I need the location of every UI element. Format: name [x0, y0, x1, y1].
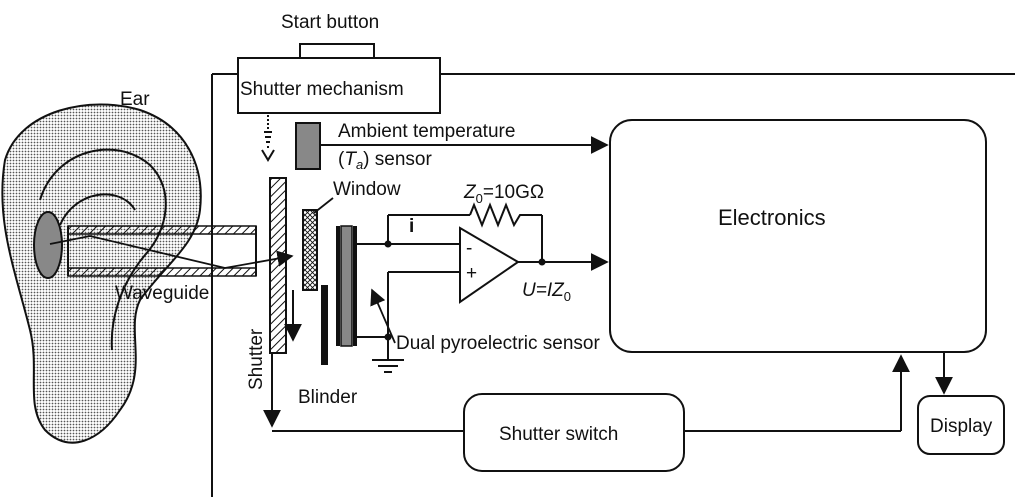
blinder	[321, 285, 328, 365]
shutter-label: Shutter	[246, 328, 267, 390]
junction-dot	[384, 240, 392, 248]
ear-label: Ear	[120, 89, 150, 110]
window	[302, 209, 318, 291]
window-pointer	[313, 197, 334, 214]
resistor	[469, 202, 527, 228]
waveguide	[67, 225, 257, 277]
mechanism-linkage	[261, 115, 275, 162]
display-box	[917, 395, 1005, 455]
shutter-switch-label: Shutter switch	[499, 424, 618, 445]
op-amp	[459, 226, 520, 304]
current-label: i	[409, 216, 414, 237]
opamp-minus: -	[466, 238, 472, 259]
ir-ray	[49, 235, 294, 269]
ambient-temperature-sensor	[295, 122, 321, 170]
ambient-temperature-label: Ambient temperature	[338, 121, 515, 142]
ta-sensor-label: (Ta) sensor	[338, 149, 432, 172]
electronics-box	[609, 119, 987, 353]
dual-sensor-label: Dual pyroelectric sensor	[396, 333, 600, 354]
start-button	[299, 43, 375, 60]
blinder-label: Blinder	[298, 387, 358, 408]
output-label: U=IZ0	[522, 280, 571, 304]
shutter	[269, 177, 287, 354]
display-label: Display	[930, 416, 993, 437]
window-label: Window	[333, 179, 401, 200]
waveguide-label: Waveguide	[115, 283, 209, 304]
shutter-mechanism-label: Shutter mechanism	[240, 79, 404, 100]
shutter-mechanism-box	[237, 57, 441, 114]
junction-dot	[538, 258, 546, 266]
impedance-label: Z0=10GΩ	[463, 182, 544, 206]
opamp-plus: +	[466, 263, 477, 284]
sensor-pointer	[370, 288, 396, 344]
circuit-wires	[357, 214, 543, 373]
junction-dot	[384, 333, 392, 341]
shutter-switch-wires	[263, 353, 910, 432]
electronics-label: Electronics	[718, 205, 826, 230]
housing-outline	[211, 73, 1015, 497]
start-button-label: Start button	[281, 12, 379, 33]
dual-pyroelectric-sensor	[336, 225, 357, 347]
shutter-switch-box	[463, 393, 685, 472]
